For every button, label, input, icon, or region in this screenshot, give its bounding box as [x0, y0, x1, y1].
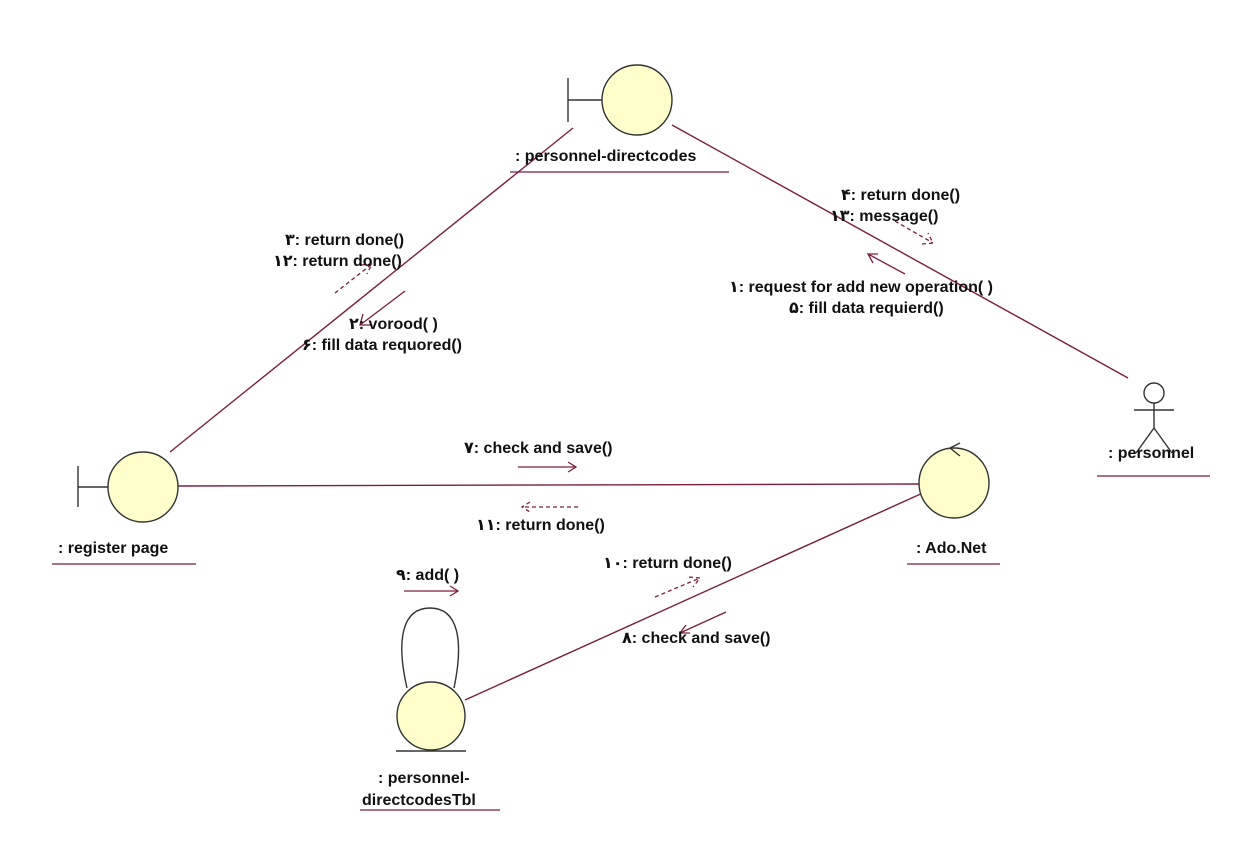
message-label-8: ٨: check and save()	[622, 630, 771, 647]
message-label-12: ١٢: return done()	[273, 253, 402, 270]
link-register-to-directcodes	[169, 127, 574, 453]
message-label-7: ٧: check and save()	[464, 440, 613, 457]
message-label-5: ۵: fill data requierd()	[789, 300, 944, 317]
message-label-13: ١٣: message()	[830, 208, 938, 225]
entity-circle	[396, 681, 466, 751]
message-label-9: ٩: add( )	[396, 567, 459, 584]
link-adonet-to-tbl	[464, 491, 926, 701]
message-arrow-return-up-right-lower	[654, 576, 702, 598]
message-arrow-return-down-right	[894, 220, 935, 245]
link-directcodes-to-personnel	[671, 124, 1129, 379]
actor-right-leg	[1153, 427, 1173, 454]
message-arrow-check-save-right	[518, 461, 578, 473]
object-label-line1: : personnel-	[378, 770, 470, 787]
actor-head	[1143, 382, 1165, 404]
message-arrow-add-right	[404, 585, 460, 597]
actor-label: : personnel	[1108, 445, 1194, 462]
message-label-11: ١١: return done()	[476, 517, 605, 534]
boundary-object-personnel-directcodes[interactable]: : personnel-directcodes	[510, 64, 729, 173]
object-label: : Ado.Net	[916, 540, 987, 557]
message-label-3: ٣: return done()	[285, 232, 404, 249]
object-label-line2: directcodesTbl	[362, 792, 476, 809]
message-label-4: ۴: return done()	[841, 187, 960, 204]
message-label-10: ١٠: return done()	[603, 555, 732, 572]
message-arrow-return-up-left	[334, 263, 374, 294]
message-label-1: ١: request for add new operation( )	[729, 279, 993, 296]
message-label-2: ٢: vorood( )	[349, 316, 438, 333]
entity-object-personnel-directcodestbl[interactable]: : personnel- directcodesTbl	[360, 607, 500, 811]
message-arrow-vorood-down-left	[359, 290, 406, 326]
boundary-circle	[107, 451, 179, 523]
object-label: : register page	[58, 540, 168, 557]
message-label-6: ۶: fill data requored()	[302, 337, 462, 354]
message-arrow-request-up-left	[866, 253, 906, 275]
message-arrow-check-save-down-left	[678, 611, 727, 634]
actor-left-leg	[1135, 427, 1155, 454]
link-register-to-adonet	[177, 483, 921, 487]
control-circle	[918, 447, 990, 519]
actor-personnel[interactable]: : personnel	[1097, 382, 1210, 477]
control-object-ado-net[interactable]: : Ado.Net	[907, 442, 1000, 565]
control-arrowhead-icon	[948, 442, 961, 457]
object-label: : personnel-directcodes	[515, 148, 696, 165]
self-link-loop	[401, 607, 460, 689]
message-arrow-return-left	[520, 501, 578, 513]
boundary-object-register-page[interactable]: : register page	[52, 451, 196, 565]
boundary-circle	[601, 64, 673, 136]
